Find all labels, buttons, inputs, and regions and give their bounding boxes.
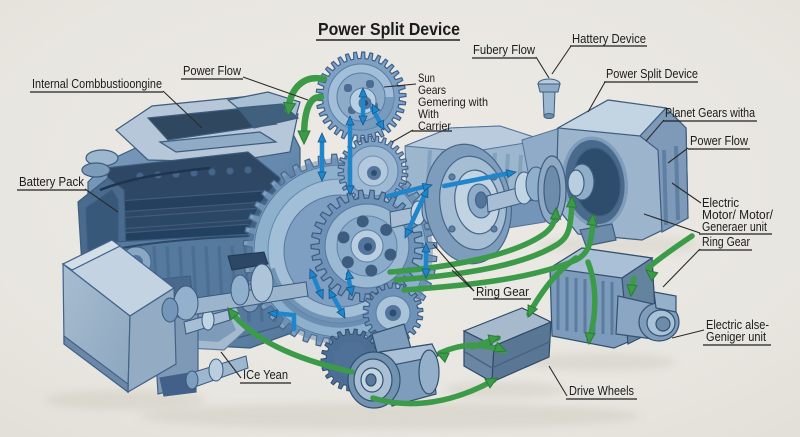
svg-text:Ring Gear: Ring Gear <box>476 284 530 299</box>
svg-text:Internal Combbustioongine: Internal Combbustioongine <box>32 76 162 91</box>
svg-text:Power Split Device: Power Split Device <box>606 66 698 81</box>
svg-text:Drive Wheels: Drive Wheels <box>569 383 634 398</box>
svg-text:Carrier: Carrier <box>418 119 451 133</box>
svg-text:Motor/ Motor/: Motor/ Motor/ <box>702 207 773 222</box>
svg-text:Power Flow: Power Flow <box>183 63 241 78</box>
svg-text:Electric alse-: Electric alse- <box>706 317 769 332</box>
svg-text:Fubery Flow: Fubery Flow <box>473 42 535 57</box>
svg-text:Geniger unit: Geniger unit <box>706 329 766 344</box>
svg-text:ICe Yean: ICe Yean <box>243 367 288 382</box>
svg-text:Gears: Gears <box>418 83 446 97</box>
svg-text:Planet Gears witha: Planet Gears witha <box>665 105 756 120</box>
svg-text:Electric: Electric <box>702 195 739 210</box>
svg-text:Generaer unit: Generaer unit <box>702 219 767 234</box>
svg-text:Power Split Device: Power Split Device <box>318 19 460 39</box>
svg-text:Hattery Device: Hattery Device <box>572 31 646 46</box>
svg-text:Ring Gear: Ring Gear <box>702 234 750 249</box>
svg-text:Gemering with: Gemering with <box>418 95 488 109</box>
svg-text:Battery Pack: Battery Pack <box>19 174 84 189</box>
svg-text:Sun: Sun <box>418 71 435 85</box>
svg-text:With: With <box>418 107 439 121</box>
svg-text:Power Flow: Power Flow <box>690 133 748 148</box>
